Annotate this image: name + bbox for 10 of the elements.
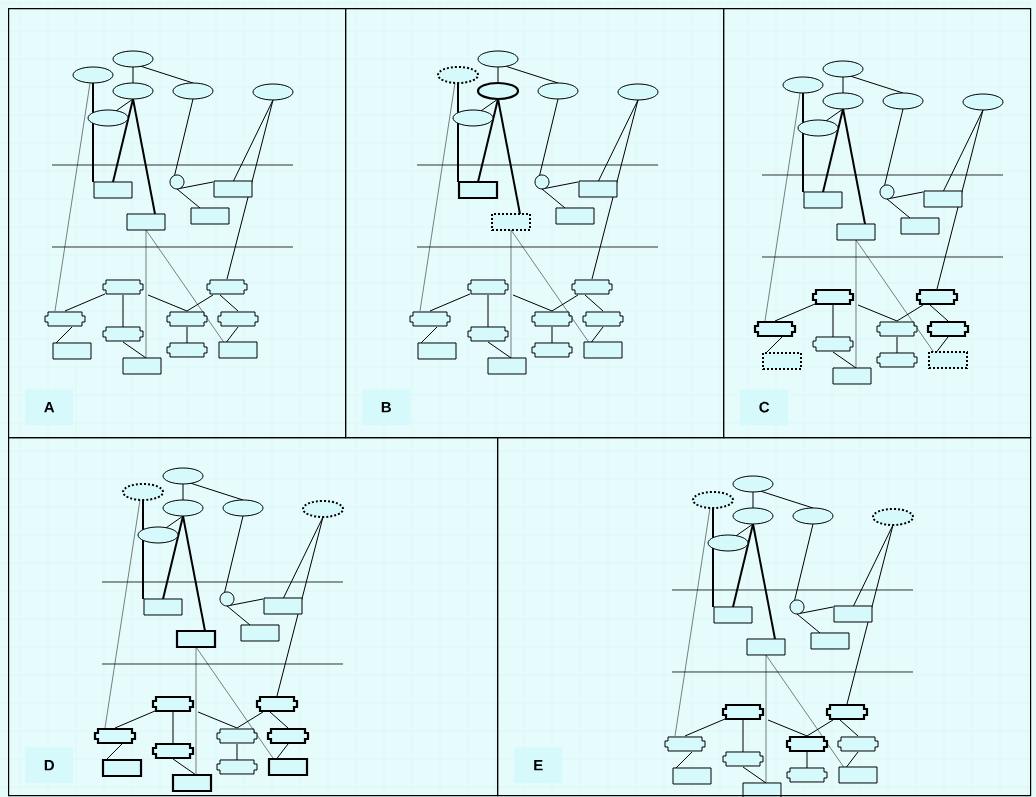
panel-label: D xyxy=(25,747,74,784)
panel-label: B xyxy=(362,389,411,426)
panel-label: E xyxy=(514,747,563,784)
panel-frame xyxy=(8,436,499,797)
panel-label: C xyxy=(740,389,789,426)
panel-label: A xyxy=(25,389,74,426)
panel-frame xyxy=(345,8,725,439)
panel-frame xyxy=(497,436,1032,797)
panel-frame xyxy=(723,8,1032,439)
panel-frame xyxy=(8,8,347,439)
